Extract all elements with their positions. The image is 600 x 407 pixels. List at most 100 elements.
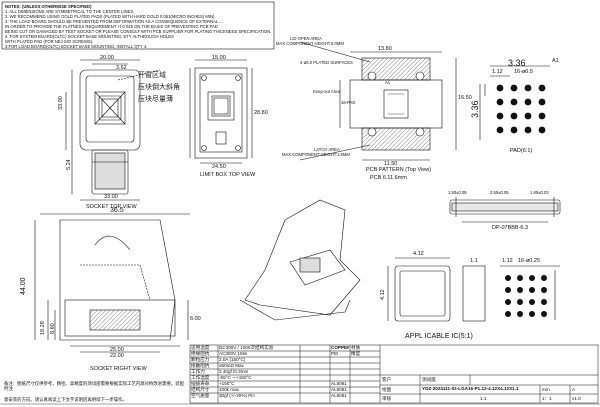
limit-box-title: LIMIT BOX TOP VIEW (200, 172, 256, 178)
pad-dim-16-05: 16-ø0.5 (514, 69, 533, 75)
pad-dots (496, 84, 546, 134)
note-line-3: 3. THE LOAD BOARD SHOULD BE PREVENTED FR… (5, 19, 223, 24)
pcb-title: PCB PATTERN (Top View) (366, 167, 432, 173)
material-5: AL6061 (331, 393, 347, 398)
dim-33-00-h: 33.00 (104, 194, 118, 200)
socket-right-view-drawing (34, 213, 190, 353)
notes-heading: NOTES: (UNLESS OTHERWISE SPECIFIED) (5, 4, 92, 9)
pad-dim-3-36-v: 3.36 (470, 100, 480, 118)
pcb-a1: A1 (385, 80, 391, 85)
pcb-max-height-1-5: MAX COMPONENT HEIGHT:1.5MM (282, 152, 350, 157)
scale: 1:1 (480, 396, 487, 401)
spec-val-6: -55°C ~ +150°C (219, 375, 252, 380)
spec-val-3: 2.0A (150°C) (219, 357, 246, 362)
spec-key-5: 工作力 (191, 369, 205, 374)
ic-dim-16-025: 16-ø0.25 (518, 258, 541, 264)
spec-key-3: 颗粒应力 (191, 357, 210, 362)
spec-val-9: 30gf (+/-20%) Pin (219, 393, 255, 398)
spec-val-8: 100k max (219, 387, 239, 392)
spec-key-1: 适用温度 (191, 345, 210, 350)
pcb-lid-open: LID OPEN AREA (290, 36, 322, 41)
dp-drawing (449, 197, 561, 223)
dim-5-24: 5.24 (66, 159, 72, 170)
ic-dots (505, 275, 547, 317)
check-label: 审核 (382, 396, 392, 401)
dim-13-80: 13.80 (378, 46, 392, 52)
socket-top-view-title: SOCKET TOP VIEW (86, 204, 137, 210)
right-dim-44-00: 44.00 (20, 277, 27, 295)
dim-15-00: 15.00 (212, 55, 226, 61)
material-3: AL6061 (331, 381, 347, 386)
dp-dim-2: 3.50±0.05 (490, 190, 509, 195)
notes-box (1, 1, 275, 50)
spec-val-7: +150°C (219, 381, 235, 386)
spec-val-1: DC300V / 1000次结构实验 (219, 345, 274, 350)
spec-key-2: 绝缘阻抗 (191, 351, 210, 356)
spec-key-7: 插拔寿命 (191, 381, 210, 386)
pad-a1: A1 (552, 58, 559, 64)
customer-label: 客户 (382, 377, 392, 382)
drawn-label: 绘图 (382, 387, 392, 392)
spec-val-5: 2.40gf /0.3mm (219, 369, 249, 374)
right-dim-6-00: 6.00 (190, 316, 201, 322)
applicable-ic-drawing (387, 257, 560, 322)
right-dim-36-5: 36.5 (110, 207, 124, 214)
ic-dim-4-12-v: 4.12 (380, 289, 386, 300)
footer-note-2: 意安装的方向。请认真阅读上下文字说明后再继续下一步操作。 (4, 397, 127, 402)
sheet: 1：1 (542, 396, 552, 401)
note-line-7: WITH PLATED PAD (FOR NEJ SIO SCREWS). (5, 39, 94, 44)
spec-key-4: 接触阻抗 (191, 363, 210, 368)
pcb-title2: PCB 6.11.6mm (370, 175, 407, 181)
note-line-1: 1. ALL DIMENSIONS ARE SYMMETRICAL TO THE… (5, 9, 135, 14)
cn-note-1: 开窗区域 (138, 72, 166, 79)
dim-16-50: 16.50 (458, 95, 472, 101)
spec-key-9: 空气质量 (191, 393, 210, 398)
footer-note-1: 备注：图纸尺寸仅供参考，精密、高精度的测试座需要根据实际工艺内源对桥改进需要。装… (4, 381, 185, 391)
ic-dim-1-12: 1.12 (502, 258, 513, 264)
note-line-4: IN ORDER TO PROVIDE THE FLATNESS REQUIRE… (5, 24, 218, 29)
dim-11-50: 11.50 (384, 161, 398, 167)
dim-20-00: 20.00 (100, 55, 114, 61)
spec-key-8: 结构尺寸 (191, 387, 210, 392)
mat-col-1: 材质 (351, 345, 361, 350)
dim-3-62: 3.62 (116, 65, 127, 71)
pcb-16-pad: 16-PAD (341, 100, 356, 105)
spec-val-4: ≤50mΩ Max (219, 363, 244, 368)
pad-title: PAD(6:1) (510, 148, 533, 154)
dp-dim-1: 1.50±0.05 (448, 190, 467, 195)
pcb-max-height-6: MAX COMPONENT HEIGHT:6.0MM (276, 41, 344, 46)
page: A (572, 387, 576, 392)
material-1: COPPER (331, 345, 349, 350)
note-line-8: 4.FOR LOAD BOARD(OLTC) SOCKET BASE MOUNT… (5, 44, 148, 49)
pad-dim-1-12: 1.12 (492, 69, 503, 75)
right-dim-8-60: 8.60 (50, 323, 56, 334)
title-block-grid (189, 344, 599, 404)
socket-3d-drawing (239, 199, 361, 321)
pad-drawing (479, 65, 550, 140)
right-dim-19-28: 19.28 (40, 321, 46, 335)
material-4: AL6061 (331, 387, 347, 392)
dim-24-50: 24.50 (212, 164, 226, 170)
test-label: 测试座 (422, 377, 436, 382)
dp-dim-3: 1.80±0.03 (530, 190, 549, 195)
note-line-5: BEING CUT OR DAMAGED BY TEST SOCKET OR P… (5, 29, 272, 34)
note-line-2: 2. WE RECOMMEND USING GOLD PLATED PADS (… (5, 14, 216, 19)
note-line-6: 4. FOR SYSTEM BOARD(OLTC) SOCKET BASE MO… (5, 34, 174, 39)
pcb-pattern-drawing (299, 41, 457, 161)
unit: mm (542, 387, 550, 392)
spec-val-2: AC300V 1Min (219, 351, 248, 356)
mat-col-2: 精度 (351, 351, 361, 356)
right-dim-22-00: 22.00 (110, 353, 124, 359)
dim-28-80: 28.80 (254, 110, 268, 116)
socket-right-title: SOCKET RIGHT VIEW (90, 366, 147, 372)
spec-key-6: 工作温度 (191, 375, 210, 380)
ic-dim-1-1: 1.1 (470, 258, 478, 264)
dim-33-00-v: 33.00 (58, 96, 64, 110)
dp-title: DP-07BBB-6.3 (492, 225, 529, 231)
pcb-keepout: Keep-out Area (313, 89, 340, 94)
socket-top-view-drawing (65, 59, 161, 201)
limit-box-drawing (189, 59, 253, 164)
main-title: YDZ-2024111-02-LGA16-P1.12-4.12X4.12X1.1 (422, 386, 519, 391)
pcb-plated: 4-ø5.0 PLATED SURFACES (300, 60, 353, 65)
